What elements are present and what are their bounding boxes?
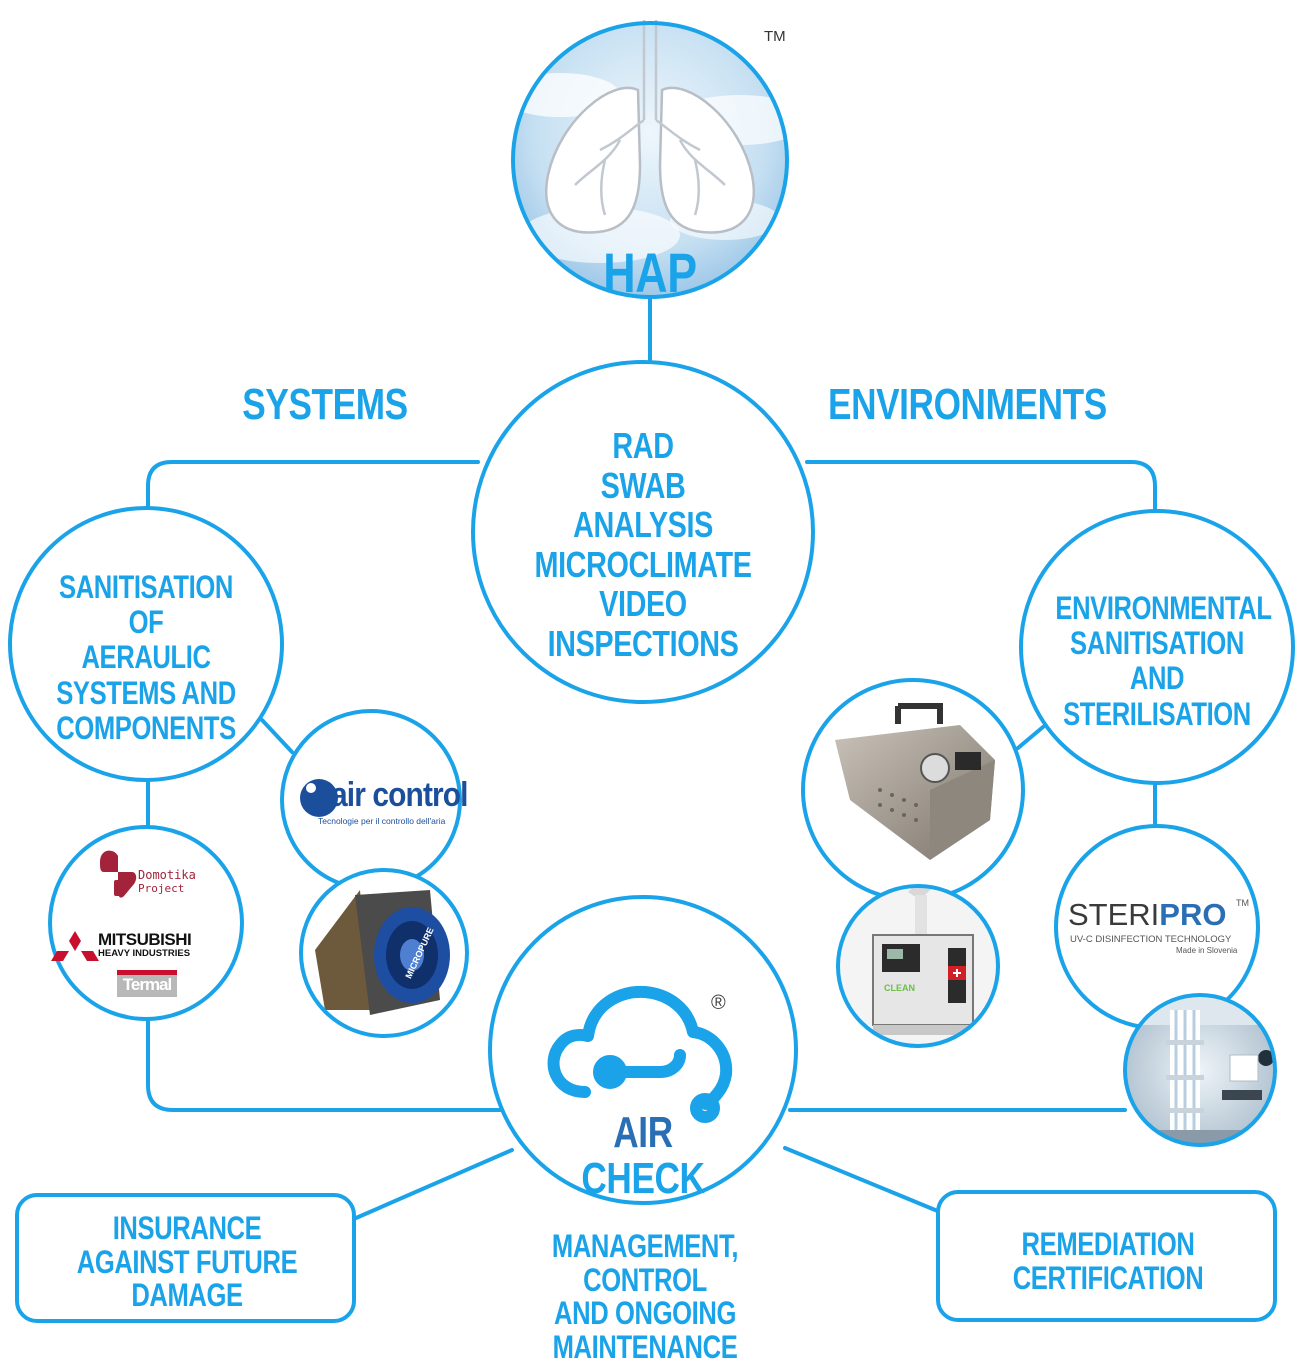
insurance-box — [15, 1193, 356, 1323]
systems-heading: SYSTEMS — [242, 380, 408, 429]
hap-trademark: TM — [764, 28, 786, 45]
steripro-made-in: Made in Slovenia — [1176, 946, 1238, 955]
environments-heading: ENVIRONMENTS — [828, 380, 1107, 429]
remediation-box — [936, 1190, 1277, 1322]
management-line-2: AND ONGOING — [554, 1295, 736, 1332]
management-line-1: MANAGEMENT, CONTROL — [551, 1228, 739, 1298]
micropure-circle — [299, 868, 469, 1038]
right-line-3: AND STERILISATION — [1063, 660, 1251, 732]
remediation-text: REMEDIATION CERTIFICATION — [988, 1226, 1228, 1296]
mitsubishi-subtitle: HEAVY INDUSTRIES — [98, 948, 191, 959]
center-line-video: VIDEO — [599, 583, 687, 625]
hap-circle — [511, 20, 789, 299]
left-line-1: SANITISATION OF — [59, 569, 233, 641]
ozone-machine-icon — [835, 703, 995, 860]
uv-lamp-circle — [1123, 993, 1277, 1147]
connector-logos-aircheck — [146, 1015, 502, 1112]
management-line-3: MAINTENANCE — [552, 1328, 738, 1365]
connector-center-left — [146, 460, 480, 512]
center-line-microclimate: MICROCLIMATE — [534, 543, 752, 585]
aircheck-cloud-icon — [547, 985, 733, 1123]
insurance-text: INSURANCE AGAINST FUTURE DAMAGE — [67, 1210, 307, 1314]
clean-machine-icon — [872, 886, 974, 1035]
domotika-name: Domotika — [138, 868, 196, 882]
steripro-trademark: TM — [1236, 898, 1249, 908]
domotika-logo-icon — [100, 850, 137, 898]
insurance-line-3: DAMAGE — [131, 1277, 243, 1314]
connector-aircheck-remediation — [783, 1146, 942, 1214]
bronchi — [574, 20, 726, 216]
steripro-tagline: UV-C DISINFECTION TECHNOLOGY — [1070, 934, 1232, 945]
center-line-inspections: INSPECTIONS — [547, 622, 739, 664]
left-line-3: SYSTEMS AND — [56, 674, 236, 711]
aircheck-circle — [488, 895, 798, 1205]
aircheck-title: AIR CHECK — [563, 1108, 723, 1204]
mitsubishi-name: MITSUBISHI — [98, 930, 192, 949]
remediation-line-1: REMEDIATION — [1021, 1226, 1195, 1262]
hap-title: HAP — [603, 241, 697, 304]
left-line-2: AERAULIC — [81, 639, 211, 676]
center-circle — [471, 360, 815, 704]
steripro-steri: STERI — [1068, 897, 1160, 932]
left-line-4: COMPONENTS — [56, 709, 236, 746]
aircheck-registered: ® — [711, 992, 726, 1014]
partner-logos-circle — [48, 825, 244, 1021]
center-text: RAD SWAB ANALYSIS MICROCLIMATE VIDEO INS… — [529, 426, 758, 664]
center-line-rad: RAD — [612, 425, 674, 466]
management-text: MANAGEMENT, CONTROL AND ONGOING MAINTENA… — [513, 1228, 777, 1365]
right-line-1: ENVIRONMENTAL — [1055, 590, 1272, 626]
domotika-project: Project — [138, 882, 185, 895]
aircheck-word-check: CHECK — [581, 1154, 705, 1204]
remediation-line-2: CERTIFICATION — [1012, 1259, 1204, 1296]
lungs-icon — [545, 86, 755, 234]
connector-lines — [146, 296, 1157, 1220]
insurance-line-2: AGAINST FUTURE — [76, 1243, 298, 1280]
termal-logo-icon — [117, 970, 177, 997]
center-line-swab: SWAB ANALYSIS — [573, 464, 713, 546]
clean-machine-label: CLEAN — [884, 983, 915, 993]
air-control-name: air control — [331, 776, 469, 814]
left-circle — [8, 506, 284, 782]
steripro-pro: PRO — [1159, 897, 1227, 932]
steripro-logo: STERIPRO — [1068, 897, 1226, 933]
aircheck-word-air: AIR — [613, 1108, 673, 1157]
connector-center-right — [805, 460, 1157, 514]
right-circle — [1019, 509, 1295, 785]
diagram-canvas — [8, 20, 1295, 1323]
termal-name: Termal — [122, 975, 173, 994]
mitsubishi-logo-icon — [51, 931, 99, 961]
connector-aircheck-insurance — [354, 1148, 514, 1220]
right-circle-text: ENVIRONMENTAL SANITISATION AND STERILISA… — [1055, 590, 1272, 732]
clean-machine-circle — [836, 884, 1000, 1048]
connector-right-ozone — [1016, 725, 1045, 750]
micropure-device-icon — [315, 890, 450, 1015]
air-control-dot-highlight — [306, 783, 316, 793]
right-line-2: SANITISATION — [1070, 625, 1244, 662]
left-circle-text: SANITISATION OF AERAULIC SYSTEMS AND COM… — [42, 569, 250, 746]
connector-left-aircontrol — [260, 718, 294, 754]
ozone-machine-circle — [801, 678, 1025, 902]
insurance-line-1: INSURANCE — [112, 1210, 262, 1246]
air-control-tagline: Tecnologie per il controllo dell'aria — [318, 816, 446, 826]
